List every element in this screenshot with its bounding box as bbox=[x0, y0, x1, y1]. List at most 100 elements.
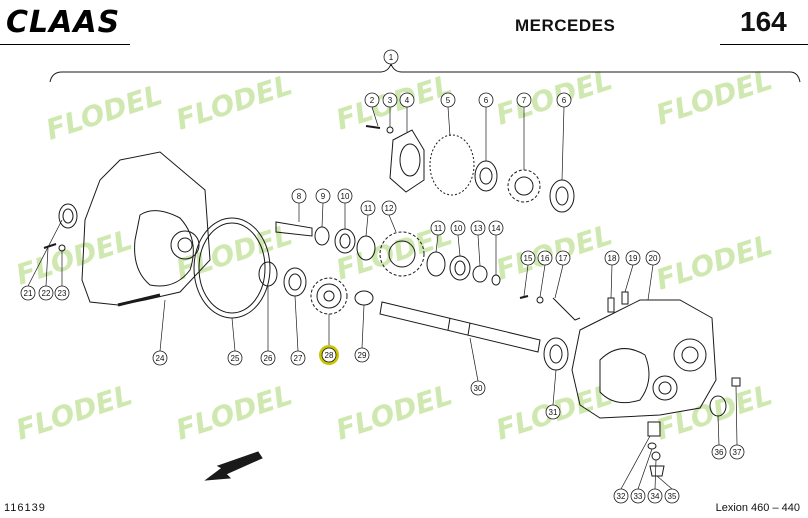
ring-9 bbox=[314, 226, 330, 246]
leader-line bbox=[610, 264, 613, 299]
watermark-text: FLODEL bbox=[42, 78, 166, 146]
callout-bubble bbox=[152, 350, 168, 366]
callout-number: 10 bbox=[341, 192, 350, 201]
callout-2: 2 bbox=[364, 92, 380, 108]
callout-37: 37 bbox=[729, 444, 745, 460]
callout-31: 31 bbox=[545, 404, 561, 420]
callout-bubble bbox=[520, 250, 536, 266]
callout-bubble bbox=[470, 220, 486, 236]
leader-line bbox=[365, 214, 369, 237]
leader-line bbox=[717, 415, 720, 446]
callout-leaders bbox=[27, 106, 738, 490]
callout-3: 3 bbox=[382, 92, 398, 108]
leader-line bbox=[523, 264, 529, 297]
callout-bubble bbox=[321, 347, 337, 363]
callout-6: 6 bbox=[478, 92, 494, 108]
leader-line bbox=[45, 247, 49, 287]
callout-number: 32 bbox=[617, 492, 626, 501]
watermark-text: FLODEL bbox=[332, 378, 456, 446]
callout-35: 35 bbox=[664, 488, 680, 504]
callout-number: 28 bbox=[325, 351, 334, 360]
leader-line bbox=[361, 304, 365, 349]
fitting-32 bbox=[647, 421, 661, 437]
leader-line bbox=[552, 369, 557, 406]
watermark-text: FLODEL bbox=[492, 63, 616, 131]
watermark-text: FLODEL bbox=[172, 218, 296, 286]
callout-12: 12 bbox=[381, 200, 397, 216]
callout-number: 27 bbox=[294, 354, 303, 363]
leader-line bbox=[539, 264, 546, 298]
leader-line bbox=[469, 337, 479, 382]
callout-bubble bbox=[645, 250, 661, 266]
header-rule-left bbox=[0, 44, 130, 45]
callout-bubble bbox=[604, 250, 620, 266]
oring-33 bbox=[647, 442, 657, 450]
callout-bubble bbox=[430, 220, 446, 236]
callout-bubble bbox=[260, 350, 276, 366]
callout-26: 26 bbox=[260, 350, 276, 366]
callout-bubble bbox=[360, 200, 376, 216]
callout-bubble bbox=[729, 444, 745, 460]
callout-number: 23 bbox=[58, 289, 67, 298]
leader-line bbox=[435, 234, 439, 253]
callout-number: 26 bbox=[264, 354, 273, 363]
callout-number: 19 bbox=[629, 254, 638, 263]
callout-number: 6 bbox=[562, 96, 567, 105]
seal-21 bbox=[58, 203, 78, 229]
breather-18 bbox=[607, 297, 615, 313]
leader-line bbox=[447, 106, 451, 137]
callout-24: 24 bbox=[152, 350, 168, 366]
plug-37 bbox=[731, 377, 741, 387]
callout-number: 4 bbox=[405, 96, 410, 105]
callout-bubble bbox=[399, 92, 415, 108]
leader-line bbox=[554, 264, 564, 299]
callout-27: 27 bbox=[290, 350, 306, 366]
leader-line bbox=[656, 475, 673, 490]
leader-line bbox=[637, 448, 653, 490]
pin-2 bbox=[365, 125, 381, 129]
callout-bubble bbox=[545, 404, 561, 420]
shaft-8 bbox=[275, 221, 313, 237]
callout-bubble bbox=[470, 380, 486, 396]
callout-bubble bbox=[450, 220, 466, 236]
plug-35 bbox=[649, 465, 665, 477]
bearing-10b bbox=[449, 255, 471, 281]
leader-line bbox=[294, 295, 299, 352]
callout-bubble bbox=[537, 250, 553, 266]
callout-36: 36 bbox=[711, 444, 727, 460]
callout-6: 6 bbox=[556, 92, 572, 108]
callout-25: 25 bbox=[227, 350, 243, 366]
callout-14: 14 bbox=[488, 220, 504, 236]
callout-bubble bbox=[54, 285, 70, 301]
gasket-25-inner bbox=[198, 222, 266, 314]
leader-line bbox=[620, 435, 651, 490]
ball-34 bbox=[651, 451, 661, 461]
gear-7 bbox=[507, 169, 541, 203]
callout-number: 15 bbox=[524, 254, 533, 263]
callout-bubble bbox=[227, 350, 243, 366]
bearing-6a bbox=[474, 160, 498, 192]
callout-9: 9 bbox=[315, 188, 331, 204]
callout-33: 33 bbox=[630, 488, 646, 504]
callout-8: 8 bbox=[291, 188, 307, 204]
watermark-text: FLODEL bbox=[652, 63, 776, 131]
leader-line bbox=[27, 219, 63, 287]
callout-number: 6 bbox=[484, 96, 489, 105]
leader-line bbox=[457, 234, 461, 257]
callout-number: 30 bbox=[474, 384, 483, 393]
callout-number: 14 bbox=[492, 224, 501, 233]
ring-14 bbox=[491, 274, 501, 286]
bearing-31 bbox=[543, 337, 569, 371]
callout-bubble bbox=[488, 220, 504, 236]
bolt-22 bbox=[43, 243, 57, 249]
model-title: MERCEDES bbox=[515, 16, 616, 35]
callout-4: 4 bbox=[399, 92, 415, 108]
callout-bubble bbox=[38, 285, 54, 301]
callout-number: 37 bbox=[733, 448, 742, 457]
callout-bubble bbox=[440, 92, 456, 108]
callout-28: 28 bbox=[319, 345, 339, 365]
leader-line bbox=[388, 214, 397, 233]
callout-bubble bbox=[337, 188, 353, 204]
callout-34: 34 bbox=[647, 488, 663, 504]
